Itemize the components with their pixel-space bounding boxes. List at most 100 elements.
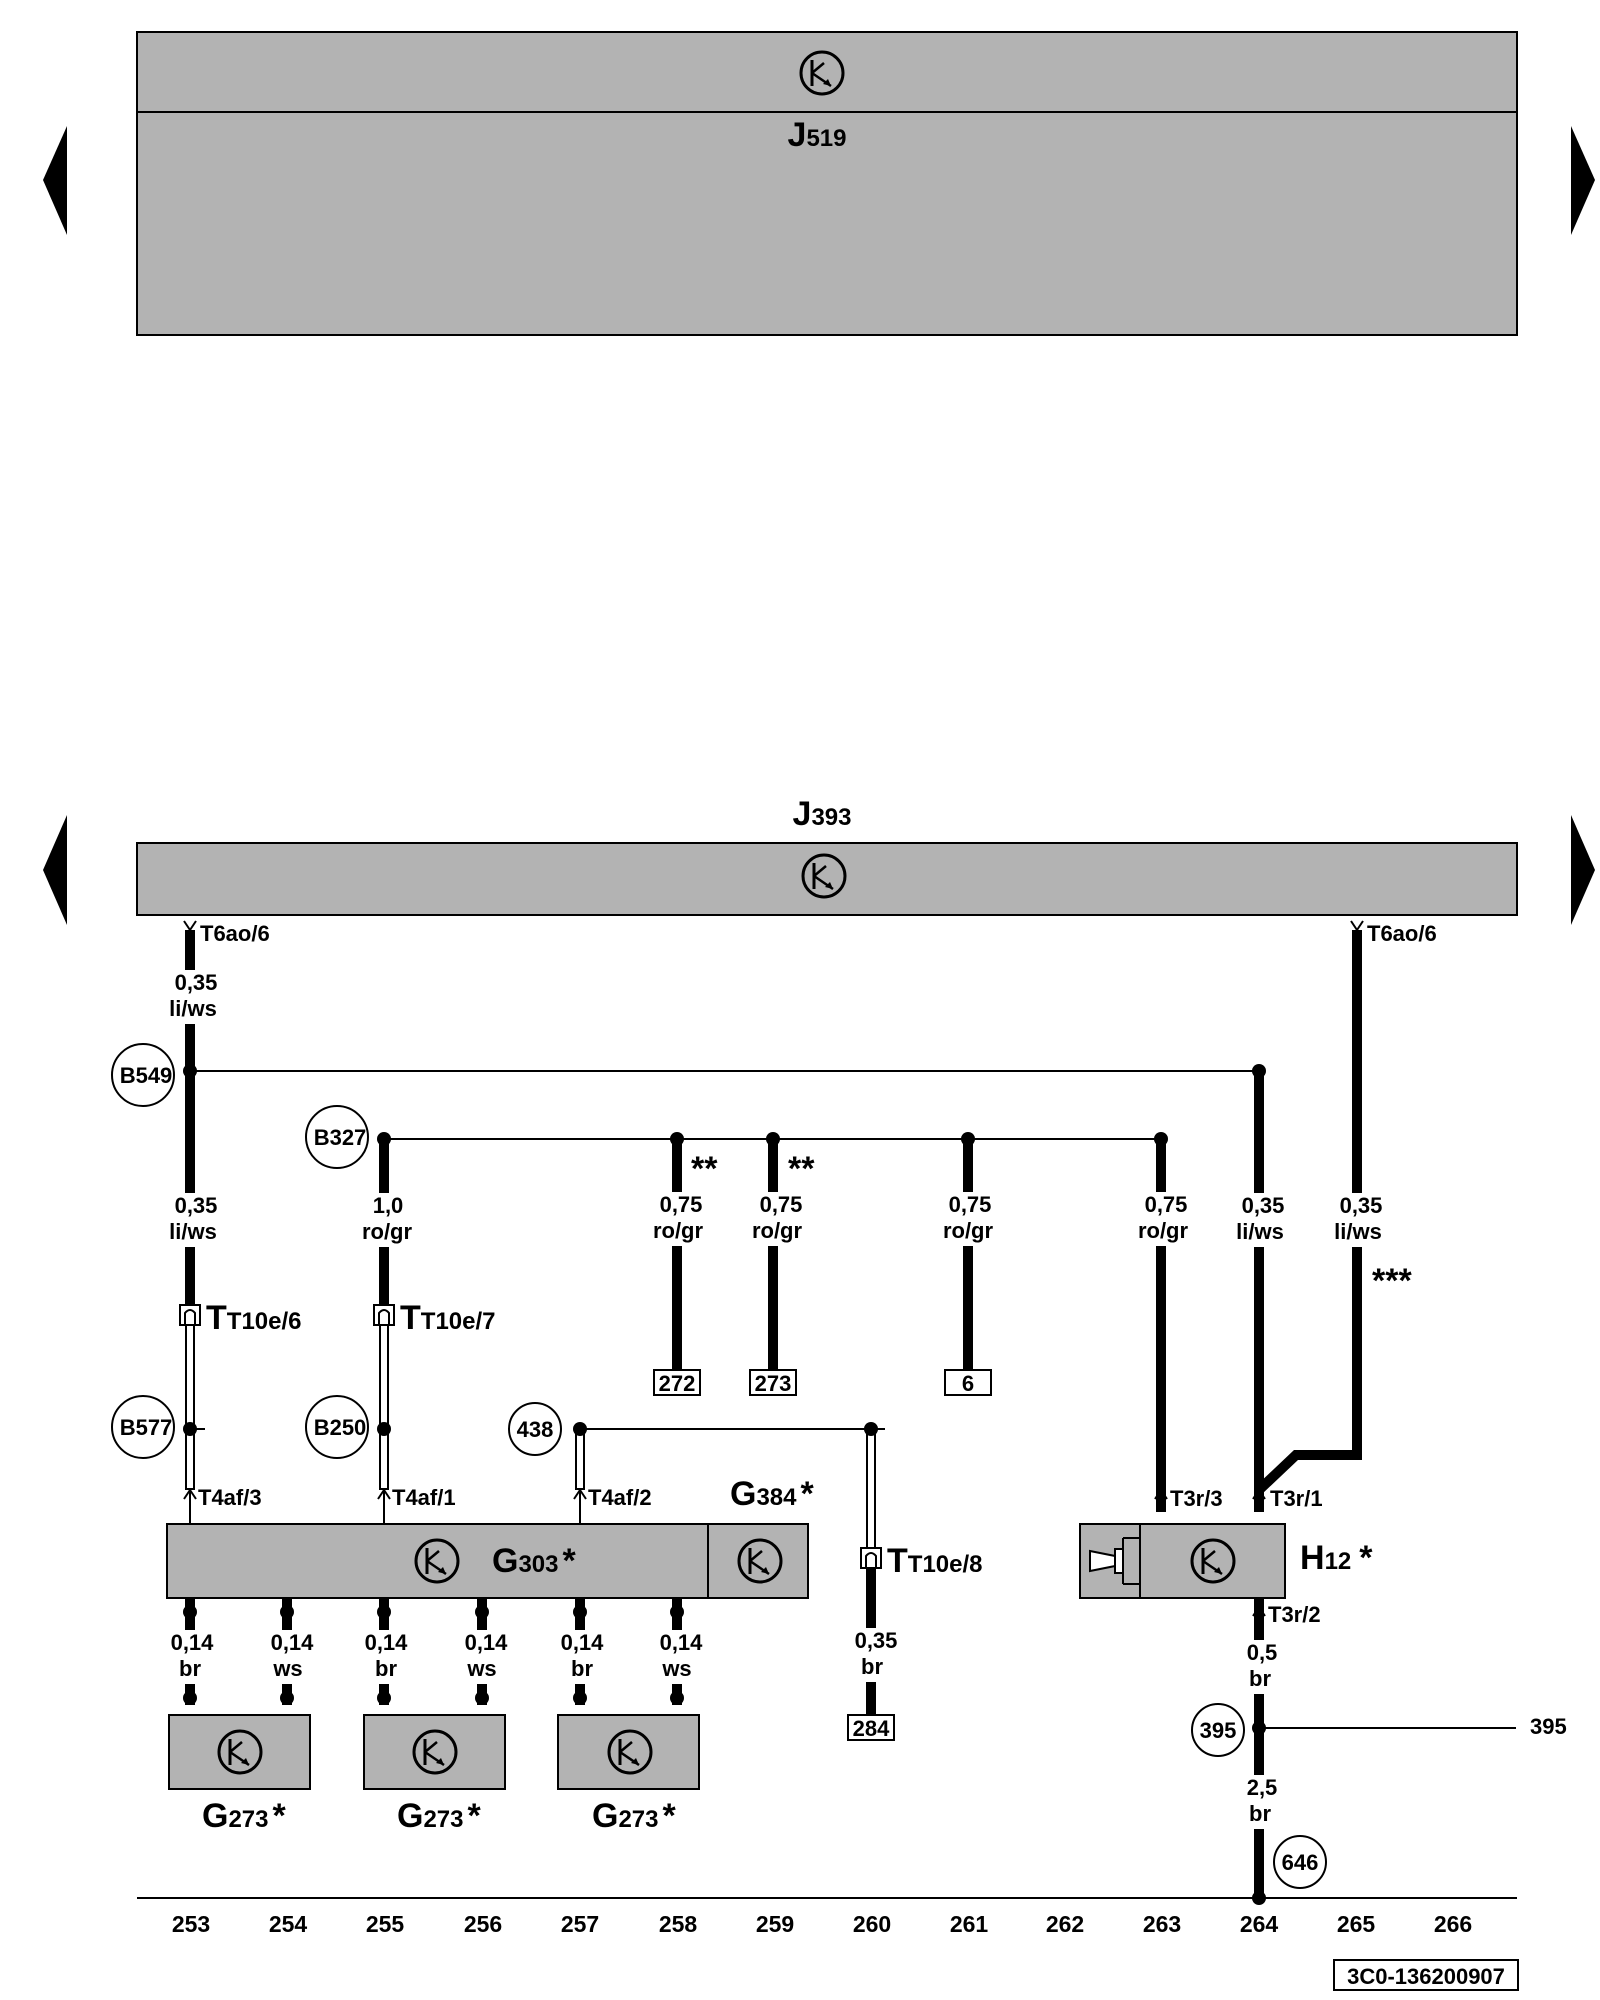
g384-label: G384* <box>730 1475 815 1513</box>
svg-text:259: 259 <box>756 1911 794 1937</box>
svg-text:li/ws: li/ws <box>1236 1219 1284 1244</box>
j519-subscript: 519 <box>806 125 846 152</box>
svg-text:272: 272 <box>659 1371 696 1396</box>
svg-text:J393: J393 <box>793 795 852 833</box>
svg-text:0,14: 0,14 <box>465 1630 509 1655</box>
wire-col-255-shielded <box>379 1321 389 1490</box>
svg-text:B549: B549 <box>120 1063 173 1088</box>
page-next-arrow-bottom[interactable] <box>1571 815 1595 925</box>
wire-col-260-shielded <box>866 1428 876 1550</box>
svg-text:438: 438 <box>517 1417 554 1442</box>
svg-text:br: br <box>375 1656 397 1681</box>
svg-text:TT10e/7: TT10e/7 <box>400 1299 496 1337</box>
svg-text:ro/gr: ro/gr <box>362 1219 413 1244</box>
svg-text:264: 264 <box>1240 1911 1279 1937</box>
pin-t4af1: T4af/1 <box>392 1485 456 1510</box>
svg-text:253: 253 <box>172 1911 210 1937</box>
j393-control-unit: J393 <box>136 795 1518 916</box>
splice-points <box>183 1064 1266 1905</box>
ref-box-284[interactable]: 284 <box>847 1714 895 1741</box>
wire-col-265 <box>1255 930 1362 1494</box>
svg-text:262: 262 <box>1046 1911 1084 1937</box>
svg-text:li/ws: li/ws <box>169 996 217 1021</box>
svg-text:G273*: G273* <box>592 1797 677 1835</box>
wire-label-260: 0,35 br <box>845 1628 901 1682</box>
svg-text:395: 395 <box>1200 1718 1237 1743</box>
wire-label-265: 0,35 li/ws <box>1330 1193 1386 1247</box>
svg-text:li/ws: li/ws <box>169 1219 217 1244</box>
svg-text:255: 255 <box>366 1911 405 1937</box>
ref-box-272[interactable]: 272 <box>653 1369 701 1396</box>
svg-text:ws: ws <box>272 1656 302 1681</box>
g273-sensor-1: G273* <box>168 1714 311 1835</box>
ref-395[interactable]: 395 <box>1530 1714 1567 1739</box>
pin-t6ao6-right: T6ao/6 <box>1367 921 1437 946</box>
connector-b327: B327 <box>305 1105 369 1169</box>
svg-text:TT10e/8: TT10e/8 <box>887 1542 983 1580</box>
connector-646: 646 <box>1273 1835 1327 1889</box>
wire-label-259: 0,75 ro/gr <box>746 1192 806 1246</box>
ref-box-273[interactable]: 273 <box>749 1369 797 1396</box>
svg-text:284: 284 <box>853 1716 890 1741</box>
j393-letter: J <box>793 795 812 833</box>
svg-text:br: br <box>1249 1666 1271 1691</box>
plug-connector-icon <box>179 1304 882 1569</box>
ref-box-6[interactable]: 6 <box>944 1369 992 1396</box>
wire-label-264-ground: 2,5 br <box>1236 1775 1284 1829</box>
svg-text:0,14: 0,14 <box>660 1630 704 1655</box>
wire-label-253-mid: 0,35 li/ws <box>165 1193 221 1247</box>
svg-text:266: 266 <box>1434 1911 1472 1937</box>
pin-t3r3: T3r/3 <box>1170 1486 1223 1511</box>
svg-text:646: 646 <box>1282 1850 1319 1875</box>
svg-text:ws: ws <box>661 1656 691 1681</box>
j519-letter: J <box>788 116 807 154</box>
note-two-stars-258: ** <box>691 1150 718 1188</box>
connector-b549: B549 <box>111 1043 175 1107</box>
svg-text:br: br <box>861 1654 883 1679</box>
wire-label-255: 1,0 ro/gr <box>356 1193 412 1247</box>
pin-t6ao6-left: T6ao/6 <box>200 921 270 946</box>
svg-text:3C0-136200907: 3C0-136200907 <box>1347 1964 1505 1989</box>
connector-395: 395 <box>1191 1703 1245 1757</box>
svg-text:258: 258 <box>659 1911 698 1937</box>
page-next-arrow-top[interactable] <box>1571 126 1595 235</box>
svg-text:0,35: 0,35 <box>175 970 218 995</box>
column-numbers: 253 254 255 256 257 258 259 260 261 262 … <box>172 1911 1472 1937</box>
svg-text:B577: B577 <box>120 1415 173 1440</box>
note-two-stars-259: ** <box>788 1150 815 1188</box>
svg-text:0,35: 0,35 <box>175 1193 218 1218</box>
wire-label-263: 0,75 ro/gr <box>1134 1192 1194 1246</box>
svg-text:0,14: 0,14 <box>561 1630 605 1655</box>
svg-text:G303*: G303* <box>492 1542 577 1580</box>
pin-t10e6-letter: T <box>206 1299 227 1337</box>
svg-text:ro/gr: ro/gr <box>1138 1218 1189 1243</box>
wire-label-261: 0,75 ro/gr <box>940 1192 1000 1246</box>
svg-text:260: 260 <box>853 1911 891 1937</box>
svg-text:0,75: 0,75 <box>660 1192 703 1217</box>
pin-t10e6: T10e/6 <box>227 1308 302 1335</box>
svg-text:ro/gr: ro/gr <box>752 1218 803 1243</box>
svg-text:ws: ws <box>466 1656 496 1681</box>
pin-t4af2: T4af/2 <box>588 1485 652 1510</box>
g273-sensor-3: G273* <box>557 1714 700 1835</box>
g273-sensor-2: G273* <box>363 1714 506 1835</box>
j393-subscript: 393 <box>811 804 851 831</box>
page-prev-arrow-bottom[interactable] <box>43 815 67 925</box>
pin-arrows <box>183 920 1364 1617</box>
svg-text:G273*: G273* <box>202 1797 287 1835</box>
pin-t10e8: T10e/8 <box>908 1551 983 1578</box>
svg-text:J519: J519 <box>788 116 847 154</box>
g303-sensor: G303* <box>166 1523 809 1599</box>
svg-text:0,5: 0,5 <box>1247 1640 1278 1665</box>
svg-text:br: br <box>571 1656 593 1681</box>
wire-col-257-shielded <box>575 1428 585 1490</box>
page-prev-arrow-top[interactable] <box>43 126 67 235</box>
connector-b250: B250 <box>305 1395 369 1459</box>
wire-label-264-t3r2: 0,5 br <box>1236 1640 1284 1694</box>
svg-text:0,35: 0,35 <box>1242 1193 1285 1218</box>
svg-text:261: 261 <box>950 1911 989 1937</box>
wire-col-253-shielded <box>185 1321 195 1490</box>
h12-alarm-horn <box>1079 1523 1286 1599</box>
svg-text:0,35: 0,35 <box>1340 1193 1383 1218</box>
